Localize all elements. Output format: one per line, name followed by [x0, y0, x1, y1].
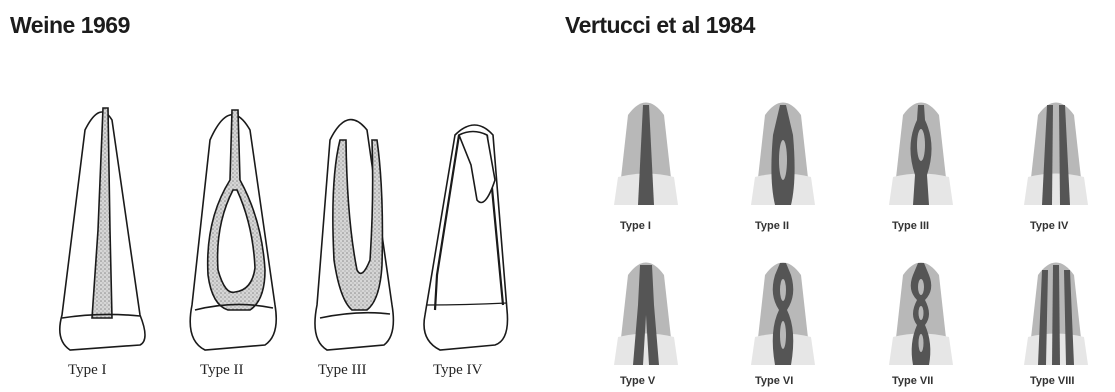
- vertucci-label-type-8: Type VIII: [1030, 375, 1074, 387]
- vertucci-tooth-type-8: [1020, 255, 1092, 365]
- weine-diagram: Type I Type II Type III Type IV: [0, 0, 520, 392]
- vertucci-tooth-type-1: [610, 95, 682, 205]
- weine-tooth-type-1: [40, 100, 165, 355]
- weine-label-type-2: Type II: [200, 362, 244, 379]
- weine-tooth-type-2: [180, 100, 295, 355]
- vertucci-label-type-2: Type II: [755, 220, 789, 232]
- vertucci-tooth-type-7: [885, 255, 957, 365]
- vertucci-label-type-5: Type V: [620, 375, 655, 387]
- vertucci-tooth-type-5: [610, 255, 682, 365]
- vertucci-tooth-type-4: [1020, 95, 1092, 205]
- weine-tooth-type-4: [415, 100, 525, 355]
- vertucci-tooth-type-6: [747, 255, 819, 365]
- weine-label-type-3: Type III: [318, 362, 367, 379]
- weine-tooth-type-3: [302, 100, 412, 355]
- vertucci-label-type-6: Type VI: [755, 375, 793, 387]
- vertucci-label-type-7: Type VII: [892, 375, 933, 387]
- vertucci-label-type-4: Type IV: [1030, 220, 1068, 232]
- vertucci-tooth-type-3: [885, 95, 957, 205]
- vertucci-label-type-3: Type III: [892, 220, 929, 232]
- vertucci-label-type-1: Type I: [620, 220, 651, 232]
- weine-label-type-1: Type I: [68, 362, 107, 379]
- vertucci-diagram: Type I Type II Type III Type IV Type V T…: [590, 0, 1115, 392]
- weine-label-type-4: Type IV: [433, 362, 482, 379]
- vertucci-tooth-type-2: [747, 95, 819, 205]
